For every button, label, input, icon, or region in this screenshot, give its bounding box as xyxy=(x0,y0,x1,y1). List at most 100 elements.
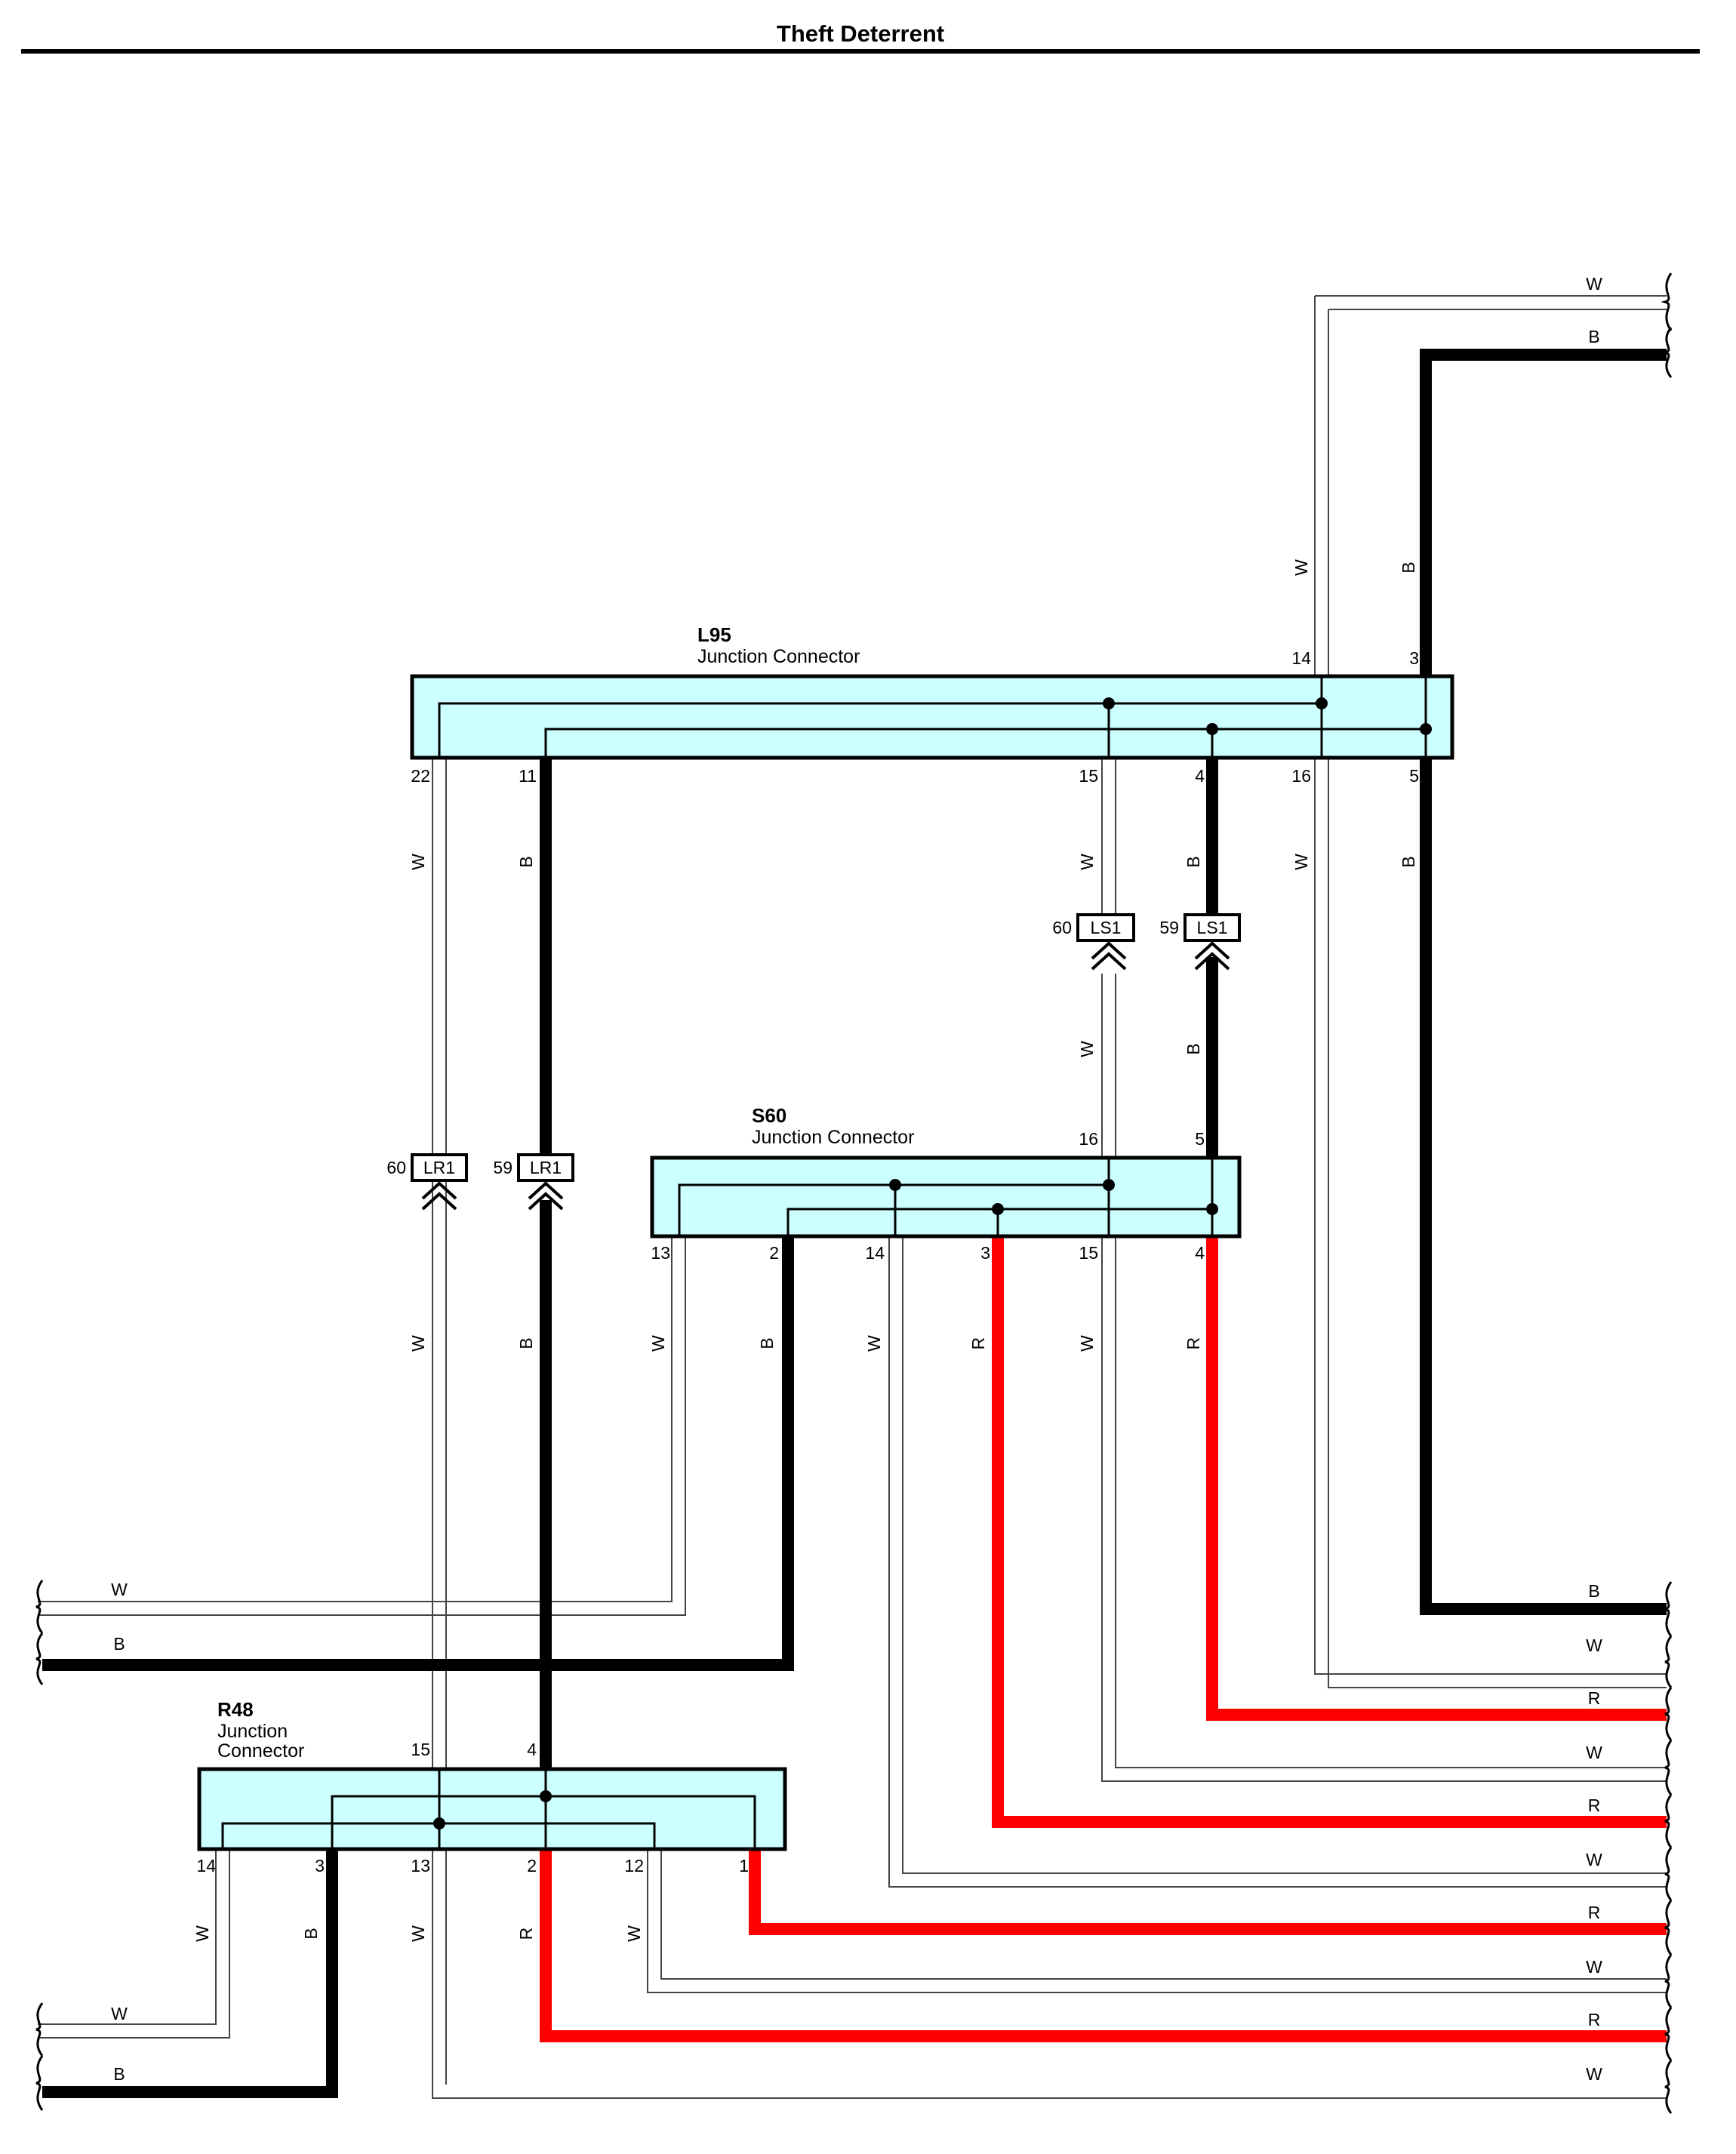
wire-color-label: W xyxy=(1586,274,1602,294)
wire-b-r48-3[interactable] xyxy=(42,1851,338,2098)
plug-ls1-59-box[interactable] xyxy=(1183,913,1241,942)
break-mark-right xyxy=(1664,1847,1673,1901)
r48-pin-label: 12 xyxy=(624,1856,644,1876)
plug-lr1-60-box[interactable] xyxy=(411,1153,468,1182)
connector-l95[interactable]: L95 Junction Connector 22 11 15 4 14 3 1… xyxy=(410,623,1454,786)
wire-color-label: W xyxy=(624,1925,644,1942)
s60-pin-label: 2 xyxy=(769,1243,779,1263)
wire-color-label: B xyxy=(516,856,536,867)
connector-s60-id: S60 xyxy=(752,1104,786,1127)
wire-color-label: W xyxy=(192,1925,212,1942)
wire-w-l95-14[interactable] xyxy=(1314,296,1667,1675)
wire-color-label: B xyxy=(757,1337,777,1349)
connector-s60-body[interactable] xyxy=(650,1155,1242,1239)
wire-r-r48-2[interactable] xyxy=(540,1851,1667,2042)
wire-color-label: W xyxy=(1291,559,1311,576)
l95-pin-label: 15 xyxy=(1079,766,1098,786)
r48-pin-label: 3 xyxy=(315,1856,325,1876)
r48-pin-label: 15 xyxy=(411,1740,430,1759)
r48-pin-label: 13 xyxy=(411,1856,430,1876)
connector-l95-desc: Junction Connector xyxy=(697,646,860,667)
plug-ls1-59-id: LS1 xyxy=(1197,918,1228,937)
plug-ls1-59[interactable]: LS1 59 xyxy=(1159,913,1241,971)
wire-color-label: W xyxy=(1586,1743,1602,1762)
vertical-wire-labels: W B W B W B W B W B W B W B W R W R W B … xyxy=(192,559,1418,1942)
break-mark-right xyxy=(1661,1581,1673,1637)
connector-r48-desc: Connector xyxy=(217,1740,304,1762)
plug-ls1-59-chevron-icon xyxy=(1194,941,1230,971)
s60-bus-b xyxy=(786,1208,1212,1236)
wire-w-s60-14b[interactable] xyxy=(902,1238,1667,1874)
l95-pin-label: 14 xyxy=(1291,648,1311,668)
plug-lr1-59[interactable]: LR1 59 xyxy=(493,1153,574,1211)
wire-color-label: W xyxy=(111,2004,128,2023)
wire-w-l95-22[interactable] xyxy=(432,759,1667,2099)
connector-s60[interactable]: S60 Junction Connector 16 5 13 2 14 3 15… xyxy=(650,1104,1242,1263)
wire-color-label: B xyxy=(301,1928,321,1939)
break-mark-right xyxy=(1664,2007,1673,2061)
wire-r-r48-1[interactable] xyxy=(749,1851,1667,1935)
s60-splice-dot xyxy=(1206,1203,1218,1215)
page-title: Theft Deterrent xyxy=(777,20,944,47)
wire-r-s60-4[interactable] xyxy=(1206,1238,1667,1721)
wire-w-l95-16[interactable] xyxy=(1328,309,1667,1688)
break-mark-left xyxy=(35,1632,44,1685)
wire-w-s60-15[interactable] xyxy=(1101,1238,1667,1782)
wire-color-label: R xyxy=(516,1928,536,1940)
plug-lr1-59-box[interactable] xyxy=(517,1153,574,1182)
wire-w-r48-14b[interactable] xyxy=(38,1851,230,2039)
l95-splice-dot xyxy=(1420,723,1432,735)
s60-bus-a xyxy=(678,1183,1109,1236)
l95-pin-label: 11 xyxy=(519,766,537,786)
wire-b-l95-5[interactable] xyxy=(1420,759,1667,1615)
s60-pin-label: 4 xyxy=(1195,1243,1205,1263)
break-mark-right xyxy=(1661,1900,1673,1956)
wire-color-label: R xyxy=(1183,1337,1203,1350)
break-mark-right xyxy=(1664,1636,1673,1688)
wire-b-s60-2[interactable] xyxy=(42,1238,794,1671)
s60-pin-label: 16 xyxy=(1079,1129,1098,1149)
wire-color-label: B xyxy=(113,1634,125,1654)
wire-r-s60-3[interactable] xyxy=(992,1238,1667,1828)
r48-pin-label: 4 xyxy=(527,1740,537,1759)
connector-r48-desc: Junction xyxy=(217,1721,288,1742)
wire-color-label: W xyxy=(1077,854,1097,870)
break-mark-right xyxy=(1664,1954,1673,2008)
plug-ls1-60-pin: 60 xyxy=(1052,918,1072,937)
wire-color-label: R xyxy=(1588,2010,1601,2029)
wire-color-label: B xyxy=(113,2064,125,2084)
s60-splice-dot xyxy=(1103,1179,1115,1191)
wire-w-s60-14[interactable] xyxy=(888,1238,1667,1888)
connector-r48-body[interactable] xyxy=(197,1767,787,1851)
wire-color-label: W xyxy=(1291,854,1311,870)
connector-r48[interactable]: R48 Junction Connector 15 4 14 3 13 2 12… xyxy=(196,1698,787,1876)
wire-color-label: W xyxy=(1586,1636,1602,1655)
wire-color-label: B xyxy=(1183,856,1203,867)
plug-ls1-60-chevron-icon xyxy=(1091,941,1127,971)
wire-w-s60-13b[interactable] xyxy=(38,1238,686,1616)
s60-pin-label: 15 xyxy=(1079,1243,1098,1263)
wire-b-l95-3[interactable] xyxy=(1420,349,1667,676)
wire-color-label: B xyxy=(1588,327,1599,346)
plug-lr1-60[interactable]: LR1 60 xyxy=(386,1153,468,1211)
wire-w-r48-12[interactable] xyxy=(647,1851,1667,1993)
connector-l95-body[interactable] xyxy=(410,674,1454,760)
wire-color-label: R xyxy=(1588,1688,1601,1708)
plug-ls1-60-box[interactable] xyxy=(1076,913,1135,942)
horizontal-wire-labels: W B B W R W R W R W R W W B W B xyxy=(111,274,1602,2084)
connector-l95-id: L95 xyxy=(697,623,731,646)
wire-w-r48-14[interactable] xyxy=(38,1851,217,2025)
wire-w-s60-15b[interactable] xyxy=(1115,1238,1667,1768)
break-mark-right xyxy=(1664,1687,1673,1741)
wire-color-label: W xyxy=(408,1925,428,1942)
right-continuation-marks xyxy=(1661,272,1673,2114)
l95-pin-label: 5 xyxy=(1409,766,1419,786)
plug-ls1-60-id: LS1 xyxy=(1091,918,1122,937)
wire-color-label: W xyxy=(111,1580,128,1599)
wire-w-s60-13[interactable] xyxy=(38,1238,673,1602)
r48-splice-dot xyxy=(433,1817,445,1829)
plug-ls1-60[interactable]: LS1 60 xyxy=(1052,913,1135,971)
l95-pin-label: 22 xyxy=(411,766,430,786)
wire-w-r48-12b[interactable] xyxy=(660,1851,1667,1980)
